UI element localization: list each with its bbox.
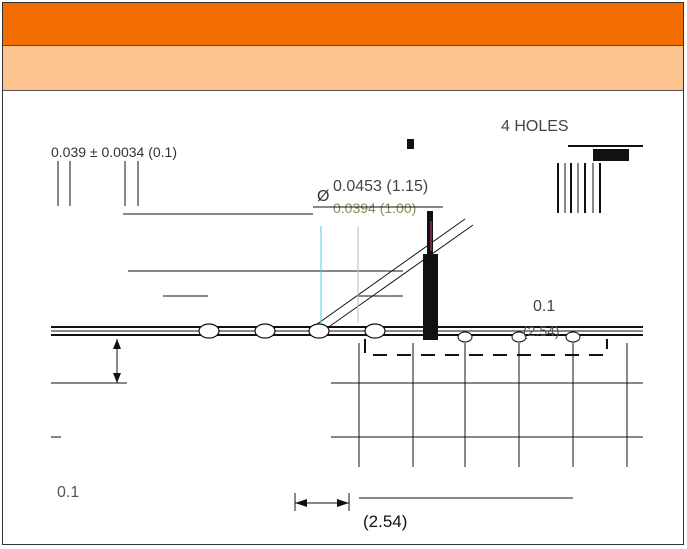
component-dashed-outline <box>364 339 608 356</box>
bottom-mm-label: (2.54) <box>363 512 407 531</box>
diameter-symbol: Ø <box>317 188 329 205</box>
spec-top-left: 0.039 ± 0.0034 (0.1) <box>51 144 177 160</box>
diameter-large-label: 0.0453 (1.15) <box>333 178 428 195</box>
subtitle-bar <box>3 46 683 91</box>
title-bar <box>3 3 683 46</box>
pin-grid-horizontals <box>331 382 643 438</box>
diagonal-leader-2 <box>322 224 474 332</box>
pitch-mm-label: (2.54) <box>523 323 560 339</box>
left-height-dimension <box>51 339 127 438</box>
pad-2 <box>254 323 276 339</box>
callout-marker <box>407 139 414 149</box>
technical-drawing-area: 4 HOLES 0.039 ± 0.0034 (0.1) Ø <box>3 91 683 544</box>
pin-grid-verticals <box>358 343 628 467</box>
diameter-small-label: 0.0394 (1.00) <box>333 200 416 216</box>
pad-5 <box>457 331 473 343</box>
pad-6 <box>511 331 527 343</box>
pad-1 <box>198 323 220 339</box>
pad-3 <box>308 323 330 339</box>
left-inch-label: 0.1 <box>57 484 79 501</box>
connector-hatch <box>557 145 643 213</box>
diagonal-leader-1 <box>312 218 466 328</box>
bottom-pitch-dimension <box>294 493 573 511</box>
board-edge <box>51 326 643 336</box>
holes-label: 4 HOLES <box>501 118 569 135</box>
pad-4 <box>364 323 386 339</box>
pitch-inch-label: 0.1 <box>533 298 555 315</box>
pin-body <box>423 254 438 340</box>
pcb-footprint-drawing: 4 HOLES 0.039 ± 0.0034 (0.1) Ø <box>51 118 643 531</box>
pad-7 <box>565 331 581 343</box>
